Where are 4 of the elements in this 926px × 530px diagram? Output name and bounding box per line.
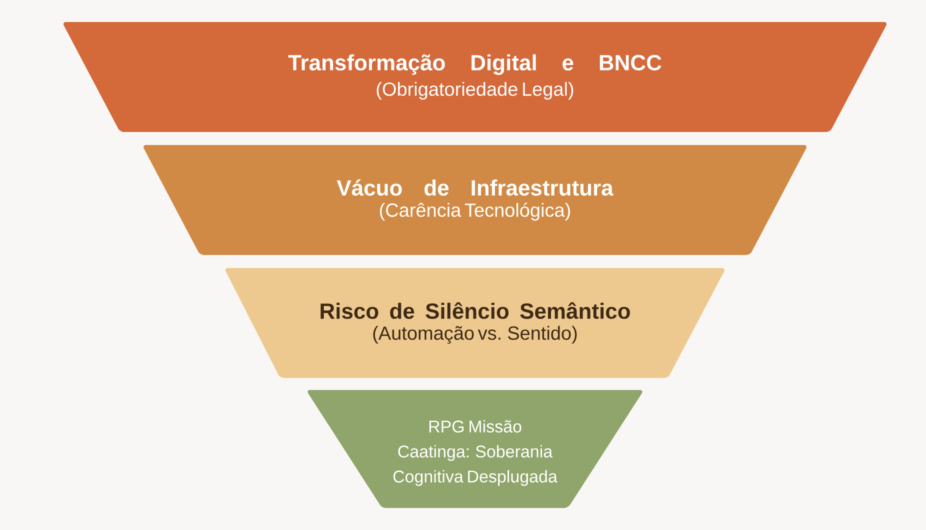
funnel-level: RPG Missão Caatinga: Soberania Cognitiva Desplugada <box>308 390 642 508</box>
funnel-level: Vácuo de Infraestrutura (Carência Tecnológica) <box>143 145 807 255</box>
funnel-level: Transformação Digital e BNCC (Obrigatoriedade Legal) <box>63 22 887 132</box>
funnel-level: Risco de Silêncio Semântico (Automação vs. Sentido) <box>225 268 725 378</box>
